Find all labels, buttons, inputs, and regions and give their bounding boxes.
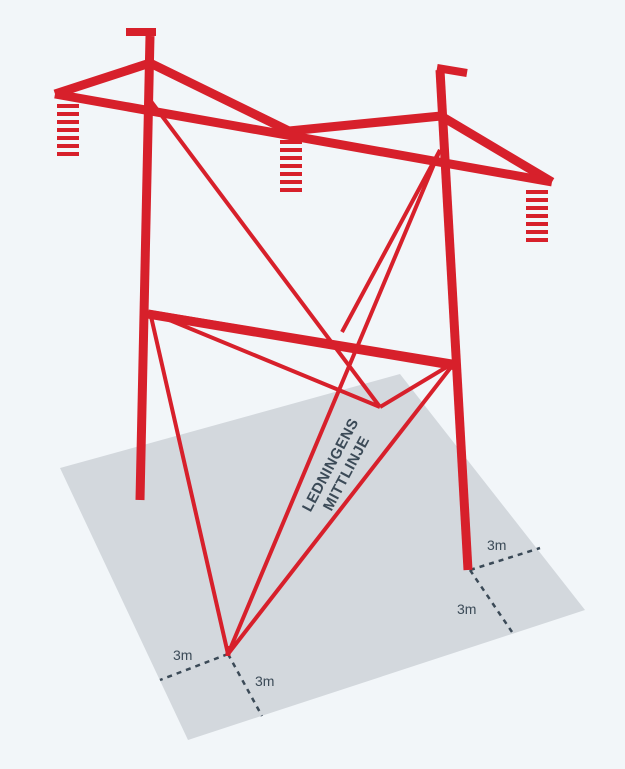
clearance-lines (159, 546, 541, 717)
left-distance-label-horizontal: 3m (173, 647, 192, 663)
right-leg (435, 69, 473, 571)
left-arm-lower (148, 58, 291, 136)
left-arm-upper (53, 58, 152, 99)
left-distance-label-vertical: 3m (255, 673, 274, 689)
tower-peaks (126, 28, 468, 77)
right-arm-lower (438, 112, 555, 186)
right-clearance-line-horizontal (469, 546, 541, 572)
insulator-right (526, 190, 548, 242)
left-clearance-line-horizontal (159, 652, 229, 682)
power-tower (53, 28, 555, 656)
right-clearance-line-vertical (468, 569, 514, 633)
main-crossarm (54, 89, 553, 187)
tower-main-members (53, 35, 555, 571)
right-distance-label-vertical: 3m (457, 601, 476, 617)
right-distance-label-horizontal: 3m (487, 537, 506, 553)
ground-plane (60, 374, 585, 740)
insulator-left (57, 104, 79, 156)
left-clearance-line-vertical (226, 653, 264, 717)
right-arm-upper (288, 111, 442, 136)
lower-crossbeam (147, 309, 458, 371)
insulator-middle (280, 140, 302, 192)
